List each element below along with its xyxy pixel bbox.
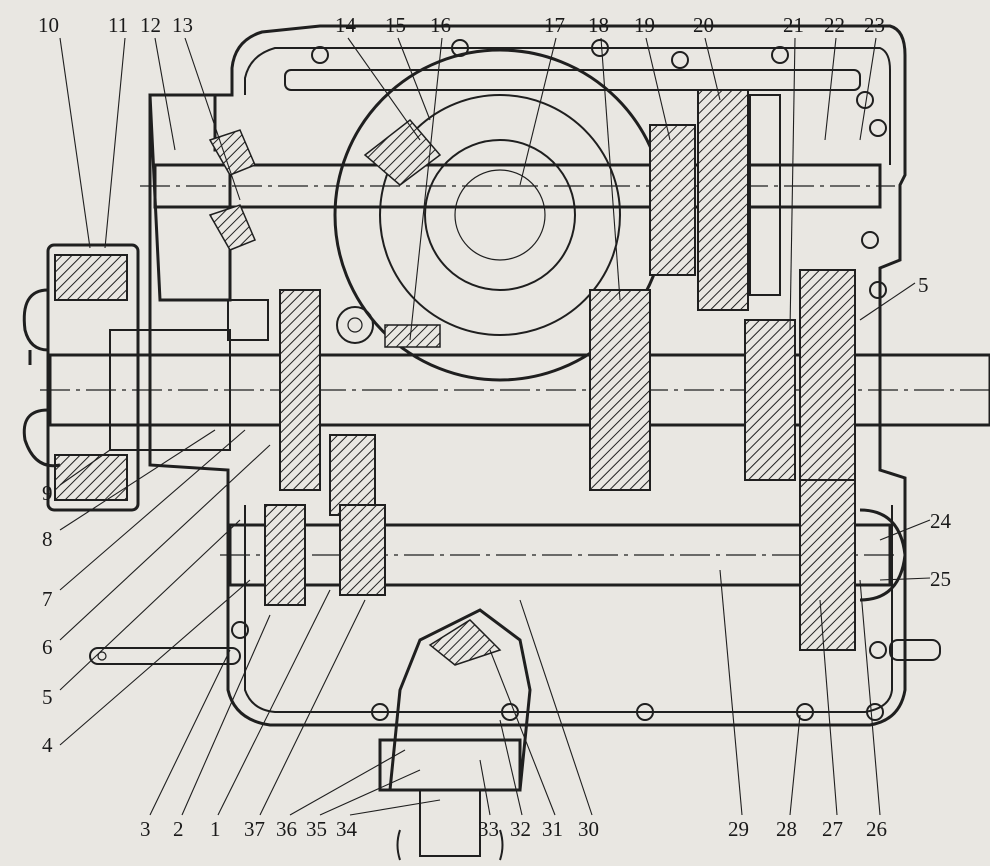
- part-number-label: 27: [822, 817, 843, 841]
- left-bevel-section: [148, 93, 269, 341]
- part-number-label: 5: [42, 685, 53, 709]
- part-number-label: 28: [776, 817, 797, 841]
- part-number-label: 22: [824, 13, 845, 37]
- worm-wheel: [333, 48, 667, 382]
- part-number-label: 36: [276, 817, 297, 841]
- lower-shaft: [220, 479, 907, 651]
- part-number-label: 12: [140, 13, 161, 37]
- part-number-label: 32: [510, 817, 531, 841]
- part-number-label: 11: [108, 13, 128, 37]
- right-labels: 5 24 25: [918, 273, 952, 591]
- part-number-label: 3: [140, 817, 151, 841]
- part-number-label: 13: [172, 13, 193, 37]
- leader-lines: [59, 37, 931, 816]
- part-number-label: 9: [42, 481, 53, 505]
- part-number-label: 4: [42, 733, 53, 757]
- part-number-label: 26: [866, 817, 887, 841]
- part-number-label: 5: [918, 273, 929, 297]
- part-number-label: 33: [478, 817, 499, 841]
- part-number-label: 24: [930, 509, 952, 533]
- part-number-label: 15: [385, 13, 406, 37]
- bottom-output: [378, 608, 532, 861]
- part-number-label: 7: [42, 587, 53, 611]
- top-labels: 10 11 12 13 14 15 16 17 18 19 20 21 22 2…: [38, 13, 885, 37]
- upper-shaft: [140, 163, 895, 209]
- upper-gears: [649, 89, 781, 311]
- part-number-label: 31: [542, 817, 563, 841]
- part-number-label: 18: [588, 13, 609, 37]
- part-number-label: 17: [544, 13, 565, 37]
- left-labels: 9 8 7 6 5 4: [42, 481, 53, 757]
- part-number-label: 14: [335, 13, 357, 37]
- part-number-label: 6: [42, 635, 53, 659]
- housing-bolts: [231, 39, 887, 721]
- housing: [148, 24, 907, 727]
- part-number-label: 34: [336, 817, 358, 841]
- part-number-label: 30: [578, 817, 599, 841]
- part-number-label: 8: [42, 527, 53, 551]
- part-number-label: 1: [210, 817, 221, 841]
- part-number-label: 25: [930, 567, 951, 591]
- part-number-label: 35: [306, 817, 327, 841]
- bottom-labels: 3 2 1 37 36 35 34 33 32 31 30 29 28 27 2…: [140, 817, 887, 841]
- part-number-label: 23: [864, 13, 885, 37]
- control-rod: [89, 639, 941, 665]
- part-number-label: 10: [38, 13, 59, 37]
- main-shaft: [40, 269, 990, 516]
- part-number-label: 2: [173, 817, 184, 841]
- part-number-label: 19: [634, 13, 655, 37]
- part-number-label: 37: [244, 817, 265, 841]
- part-number-label: 21: [783, 13, 804, 37]
- left-brake-assembly: [22, 243, 231, 512]
- part-number-label: 20: [693, 13, 714, 37]
- part-number-label: 29: [728, 817, 749, 841]
- part-number-label: 16: [430, 13, 451, 37]
